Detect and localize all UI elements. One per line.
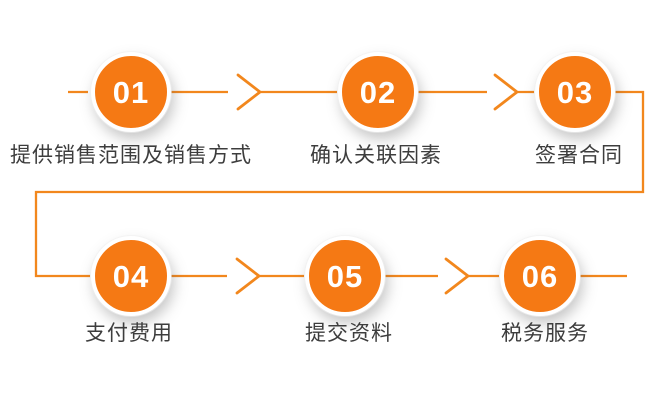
- step-6-number: 06: [521, 258, 559, 294]
- step-4-number: 04: [112, 258, 150, 294]
- wraparound-connector-3-4: [34, 90, 645, 278]
- step-5-badge: 05: [305, 236, 385, 316]
- step-3-number: 03: [556, 74, 594, 110]
- step-2-number: 02: [359, 74, 397, 110]
- arrow-chevron-icon-4-5: [235, 257, 262, 295]
- arrow-chevron-icon-5-6: [444, 257, 471, 295]
- step-3-label: 签署合同: [535, 144, 623, 167]
- step-2-label: 确认关联因素: [310, 144, 442, 167]
- arrow-chevron-icon-1-2: [236, 73, 263, 111]
- step-2-badge: 02: [338, 52, 418, 132]
- step-4-label: 支付费用: [85, 322, 173, 345]
- step-4-badge: 04: [91, 236, 171, 316]
- step-1-label: 提供销售范围及销售方式: [10, 144, 252, 167]
- step-5-label: 提交资料: [305, 322, 393, 345]
- arrow-chevron-icon-2-3: [493, 73, 520, 111]
- step-1-number: 01: [112, 74, 150, 110]
- step-6-label: 税务服务: [501, 322, 589, 345]
- step-1-badge: 01: [91, 52, 171, 132]
- step-6-badge: 06: [500, 236, 580, 316]
- step-3-badge: 03: [535, 52, 615, 132]
- step-5-number: 05: [326, 258, 364, 294]
